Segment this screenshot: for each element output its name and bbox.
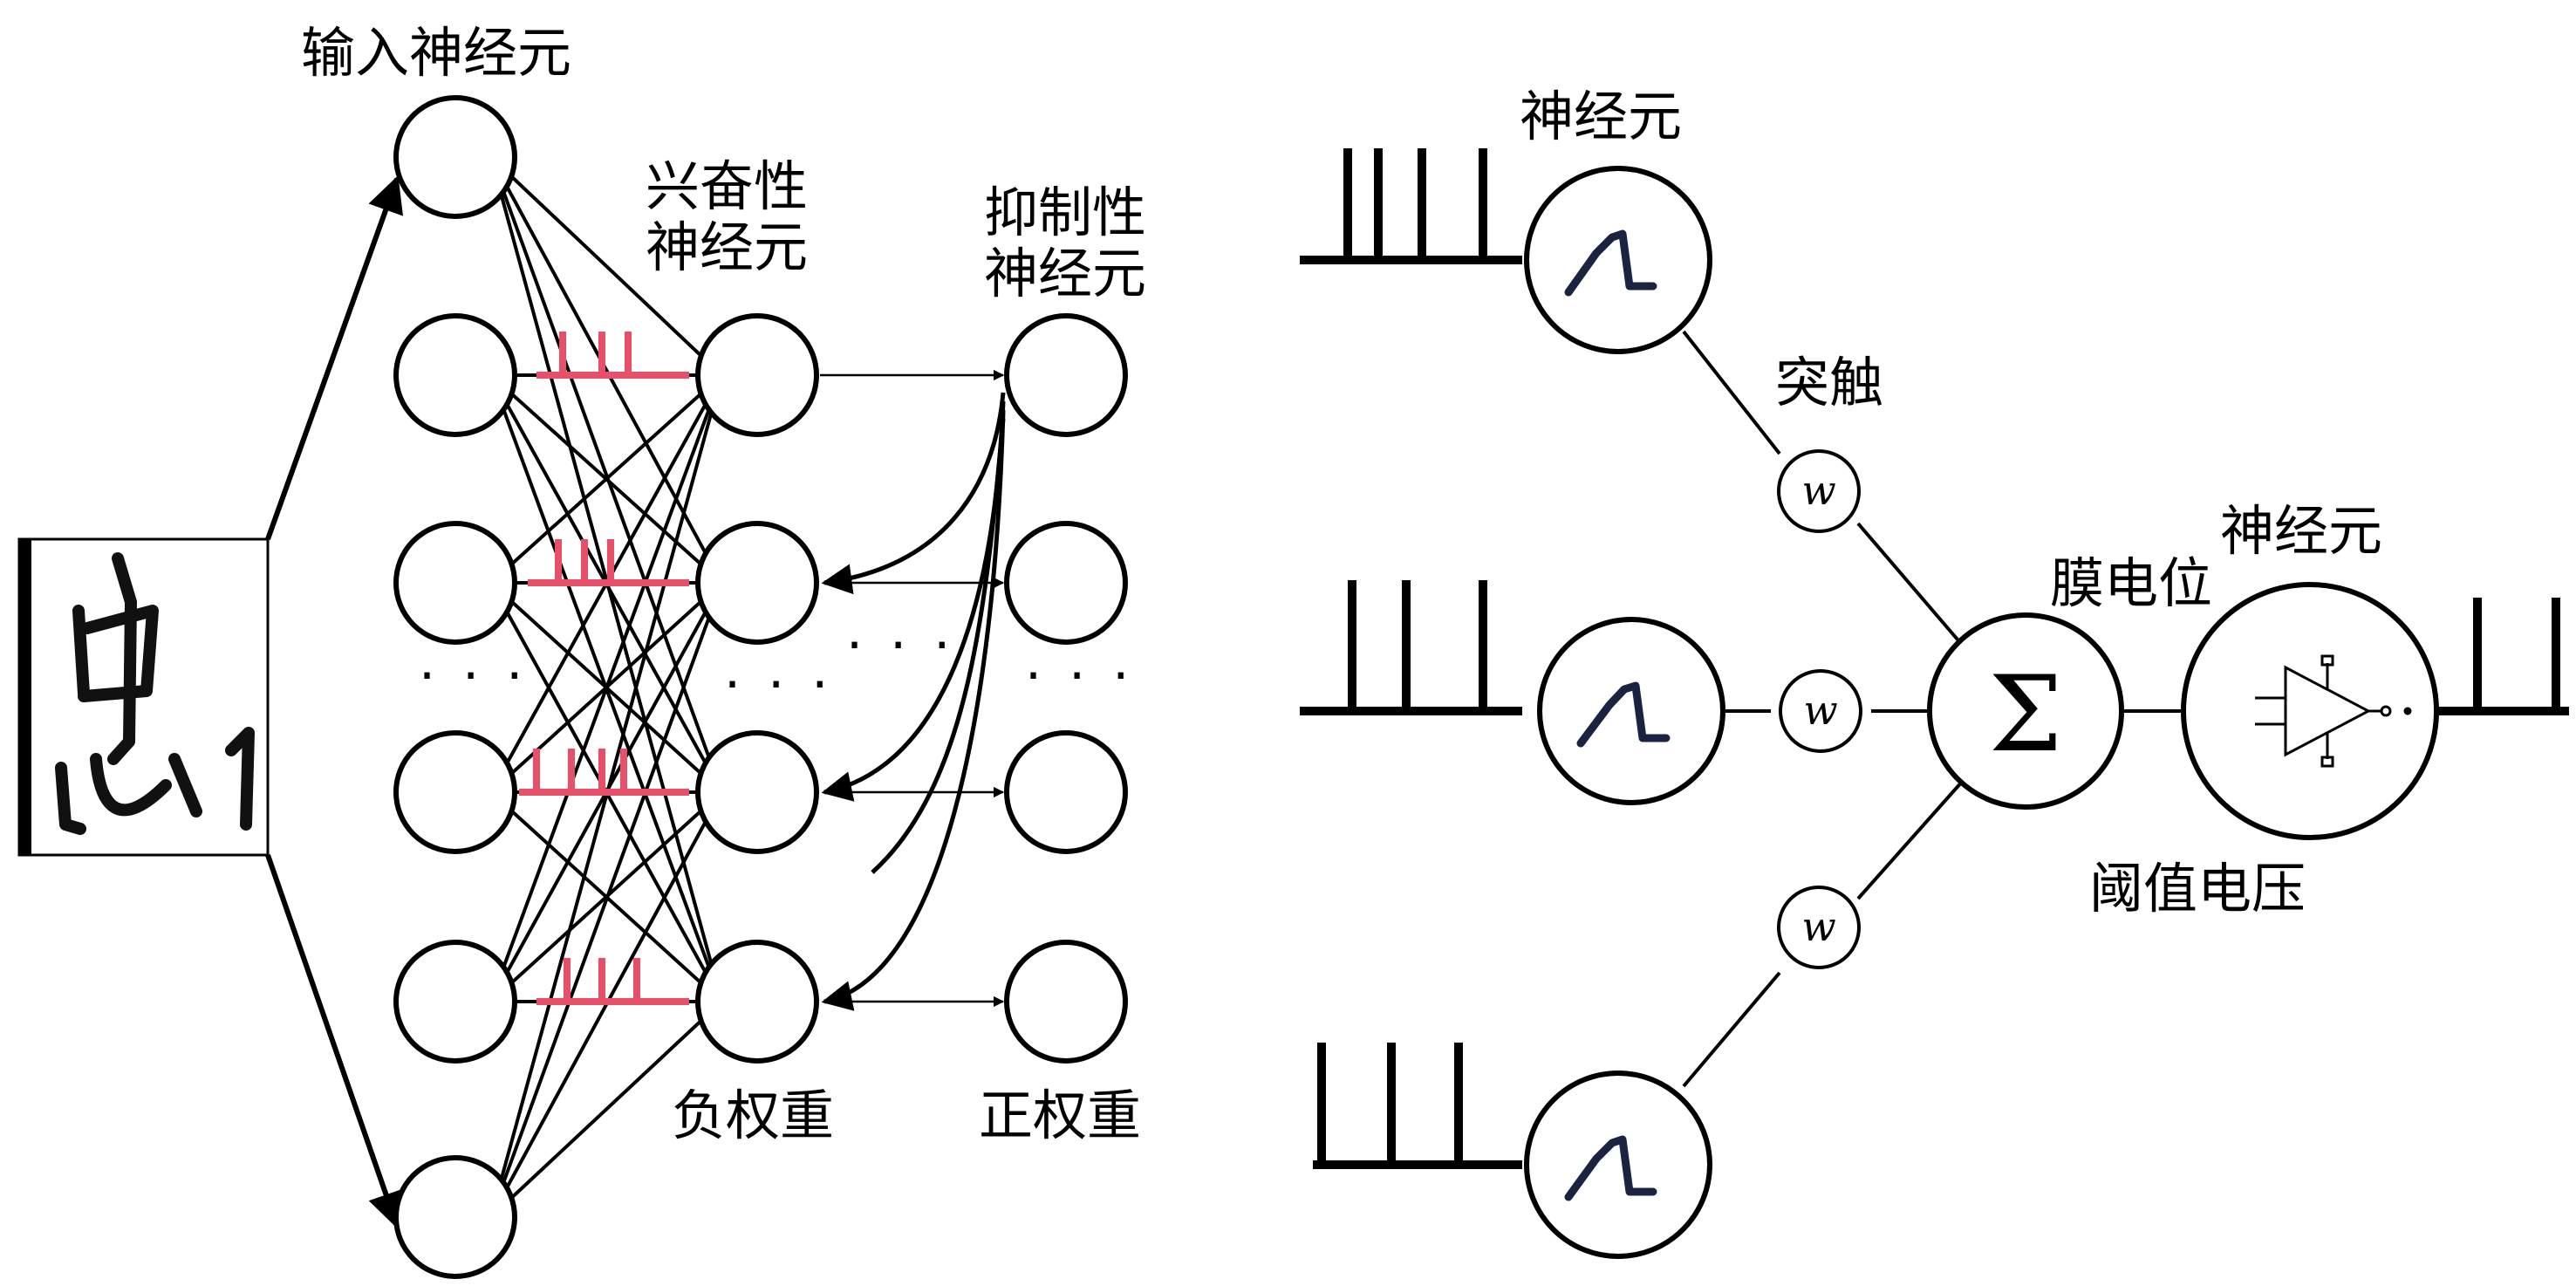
activation-curve-icon	[1564, 1135, 1657, 1201]
positive-weight-arrows	[820, 369, 1005, 1008]
spike-train-top	[1300, 148, 1522, 264]
negative-weight-curves	[821, 392, 1006, 1011]
input-neurons-label: 输入神经元	[301, 21, 571, 85]
output-spike-train	[2438, 598, 2569, 715]
spike-trains-red	[519, 332, 689, 1005]
inhibitory-neuron-column	[1004, 313, 1128, 1064]
ellipsis-middle: · · ·	[846, 615, 955, 676]
activation-curve-icon	[1576, 681, 1671, 748]
synapse-connection	[489, 155, 723, 377]
input-neuron-5	[393, 940, 517, 1064]
ellipsis-input: · · ·	[419, 646, 528, 707]
inhibitory-neuron-4	[1004, 940, 1128, 1064]
svg-text:w: w	[1801, 467, 1835, 514]
input-neuron-4	[393, 730, 517, 854]
threshold-voltage-label: 阈值电压	[2089, 857, 2306, 920]
excitatory-label-line2: 神经元	[646, 215, 808, 279]
left-panel: · · · · · · · · · · · · 输入神经元 兴奋性 神经元 抑制…	[17, 21, 1146, 1279]
summation-node: Σ	[1927, 612, 2124, 810]
input-neuron-column	[393, 95, 517, 1279]
presynaptic-neuron-top	[1524, 166, 1712, 354]
excitatory-neuron-3	[695, 730, 819, 854]
ellipsis-inhibitory: · · ·	[1025, 646, 1134, 707]
inhibitory-label-line2: 神经元	[984, 242, 1146, 305]
excitatory-label-line1: 兴奋性	[646, 154, 808, 218]
synapse-weight-bottom: w	[1777, 886, 1861, 969]
synapse-label: 突触	[1775, 351, 1883, 414]
neuron-label-top: 神经元	[1520, 85, 1682, 148]
sigma-symbol: Σ	[1989, 654, 2063, 776]
inhibitory-neuron-1	[1004, 313, 1128, 437]
excitatory-neuron-column	[695, 313, 819, 1064]
spike-train-middle	[1300, 580, 1522, 715]
arrow-to-bottom-input	[265, 854, 404, 1229]
negative-weight-label: 负权重	[672, 1084, 834, 1147]
inhibitory-neuron-3	[1004, 730, 1128, 854]
input-image	[17, 537, 270, 857]
excitatory-neuron-4	[695, 940, 819, 1064]
synapse-connection	[489, 374, 724, 1002]
arrow-to-top-input	[265, 175, 404, 541]
inhibitory-neuron-2	[1004, 521, 1128, 645]
input-spike-trains	[1300, 148, 1522, 1169]
red-spike-train	[519, 749, 689, 796]
input-neuron-6	[393, 1155, 517, 1279]
positive-weight-label: 正权重	[979, 1084, 1141, 1147]
input-neuron-1	[393, 95, 517, 219]
red-spike-train	[528, 539, 689, 586]
svg-text:w: w	[1803, 687, 1837, 734]
synapse-connection	[489, 374, 724, 1218]
input-neuron-2	[393, 313, 517, 437]
output-neuron	[2181, 582, 2439, 840]
spike-train-bottom	[1313, 1043, 1522, 1169]
membrane-potential-label: 膜电位	[2050, 551, 2212, 615]
neuron-label-output: 神经元	[2220, 499, 2382, 563]
excitatory-neuron-2	[695, 521, 819, 645]
amplifier-icon	[2255, 654, 2412, 768]
red-spike-train	[536, 958, 689, 1005]
synapse-connection	[489, 373, 723, 585]
presynaptic-neuron-bottom	[1524, 1071, 1712, 1259]
right-panel: w w w Σ	[1300, 85, 2569, 1259]
input-neuron-3	[393, 521, 517, 645]
presynaptic-neuron-middle	[1537, 617, 1725, 805]
synapse-connection	[489, 582, 724, 1218]
activation-curve-icon	[1564, 229, 1657, 297]
synapse-connection	[489, 1000, 723, 1219]
inhibitory-label-line1: 抑制性	[984, 181, 1146, 244]
svg-text:w: w	[1801, 903, 1835, 950]
ellipsis-excitatory: · · ·	[724, 654, 833, 715]
excitatory-neuron-1	[695, 313, 819, 437]
handwritten-character-glyph	[55, 552, 255, 835]
synapse-weight-middle: w	[1779, 669, 1862, 753]
red-spike-train	[536, 332, 689, 379]
synapse-weight-top: w	[1777, 449, 1861, 533]
